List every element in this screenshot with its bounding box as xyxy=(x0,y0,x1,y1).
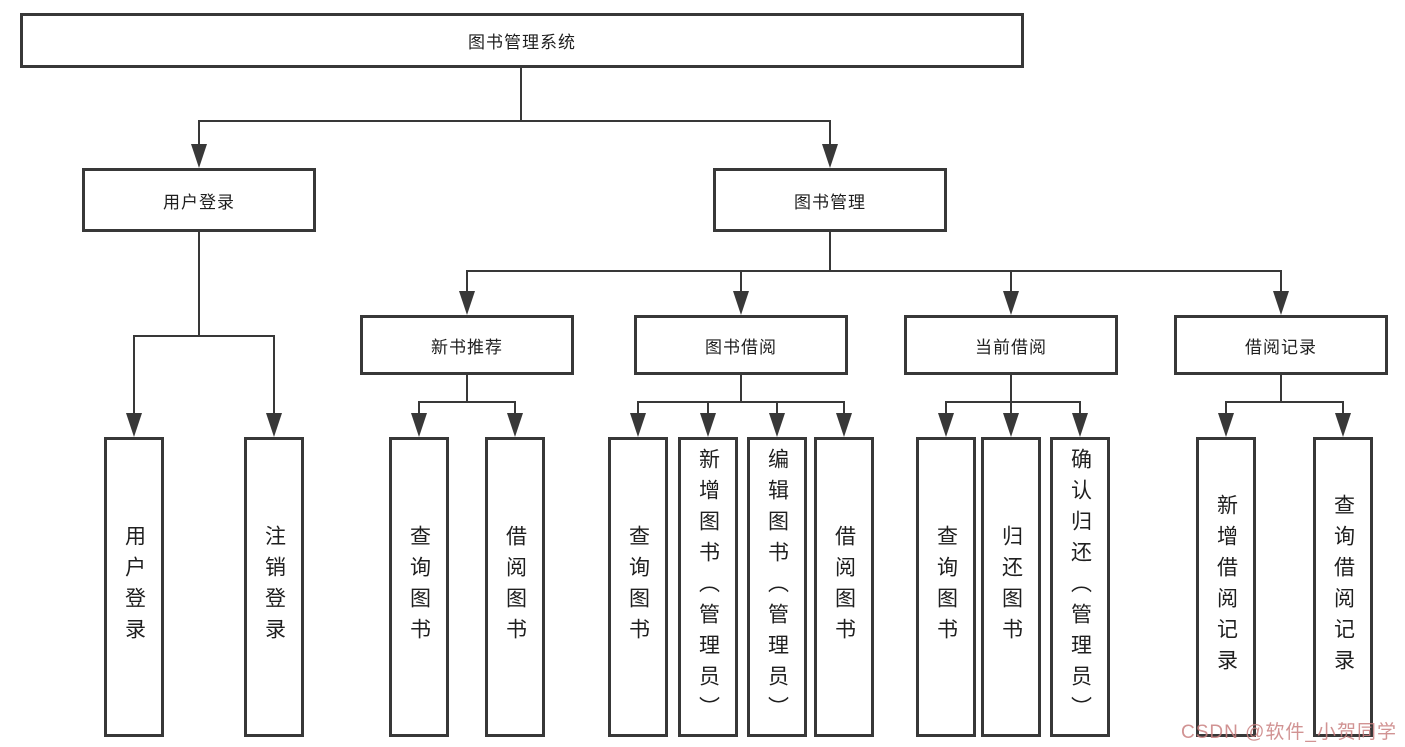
node-book-borrow: 图书借阅 xyxy=(634,315,848,375)
leaf-query-book-borrow-label: 查询图书 xyxy=(626,525,650,649)
node-borrow-records-label: 借阅记录 xyxy=(1245,337,1317,357)
leaf-query-book-borrow: 查询图书 xyxy=(608,437,668,737)
arrowheads xyxy=(126,144,1351,437)
node-user-login-label: 用户登录 xyxy=(163,192,235,212)
leaf-add-borrow-record-label: 新增借阅记录 xyxy=(1214,494,1238,680)
leaf-user-login-label: 用户登录 xyxy=(122,525,146,649)
leaf-query-book-current: 查询图书 xyxy=(916,437,976,737)
node-book-management-label: 图书管理 xyxy=(794,192,866,212)
node-book-management: 图书管理 xyxy=(713,168,947,232)
leaf-borrow-book: 借阅图书 xyxy=(814,437,874,737)
leaf-confirm-return-admin: 确认归还（管理员） xyxy=(1050,437,1110,737)
node-current-borrow: 当前借阅 xyxy=(904,315,1118,375)
node-current-borrow-label: 当前借阅 xyxy=(975,337,1047,357)
node-root: 图书管理系统 xyxy=(20,13,1024,68)
leaf-return-book: 归还图书 xyxy=(981,437,1041,737)
leaf-logout-label: 注销登录 xyxy=(262,525,286,649)
leaf-query-book-recommend-label: 查询图书 xyxy=(407,525,431,649)
leaf-borrow-book-recommend: 借阅图书 xyxy=(485,437,545,737)
node-root-label: 图书管理系统 xyxy=(468,33,576,52)
csdn-watermark: CSDN @软件_小贺同学 xyxy=(1181,722,1397,743)
leaf-query-book-recommend: 查询图书 xyxy=(389,437,449,737)
leaf-edit-book-admin-label: 编辑图书（管理员） xyxy=(765,447,789,727)
node-book-borrow-label: 图书借阅 xyxy=(705,337,777,357)
node-new-book-recommend-label: 新书推荐 xyxy=(431,337,503,357)
leaf-borrow-book-recommend-label: 借阅图书 xyxy=(503,525,527,649)
leaf-add-borrow-record: 新增借阅记录 xyxy=(1196,437,1256,737)
node-borrow-records: 借阅记录 xyxy=(1174,315,1388,375)
leaf-edit-book-admin: 编辑图书（管理员） xyxy=(747,437,807,737)
leaf-borrow-book-label: 借阅图书 xyxy=(832,525,856,649)
leaf-user-login: 用户登录 xyxy=(104,437,164,737)
leaf-confirm-return-admin-label: 确认归还（管理员） xyxy=(1068,447,1092,727)
leaf-query-borrow-record-label: 查询借阅记录 xyxy=(1331,494,1355,680)
leaf-add-book-admin: 新增图书（管理员） xyxy=(678,437,738,737)
node-new-book-recommend: 新书推荐 xyxy=(360,315,574,375)
leaf-return-book-label: 归还图书 xyxy=(999,525,1023,649)
leaf-query-borrow-record: 查询借阅记录 xyxy=(1313,437,1373,737)
leaf-logout: 注销登录 xyxy=(244,437,304,737)
node-user-login: 用户登录 xyxy=(82,168,316,232)
leaf-add-book-admin-label: 新增图书（管理员） xyxy=(696,447,720,727)
leaf-query-book-current-label: 查询图书 xyxy=(934,525,958,649)
